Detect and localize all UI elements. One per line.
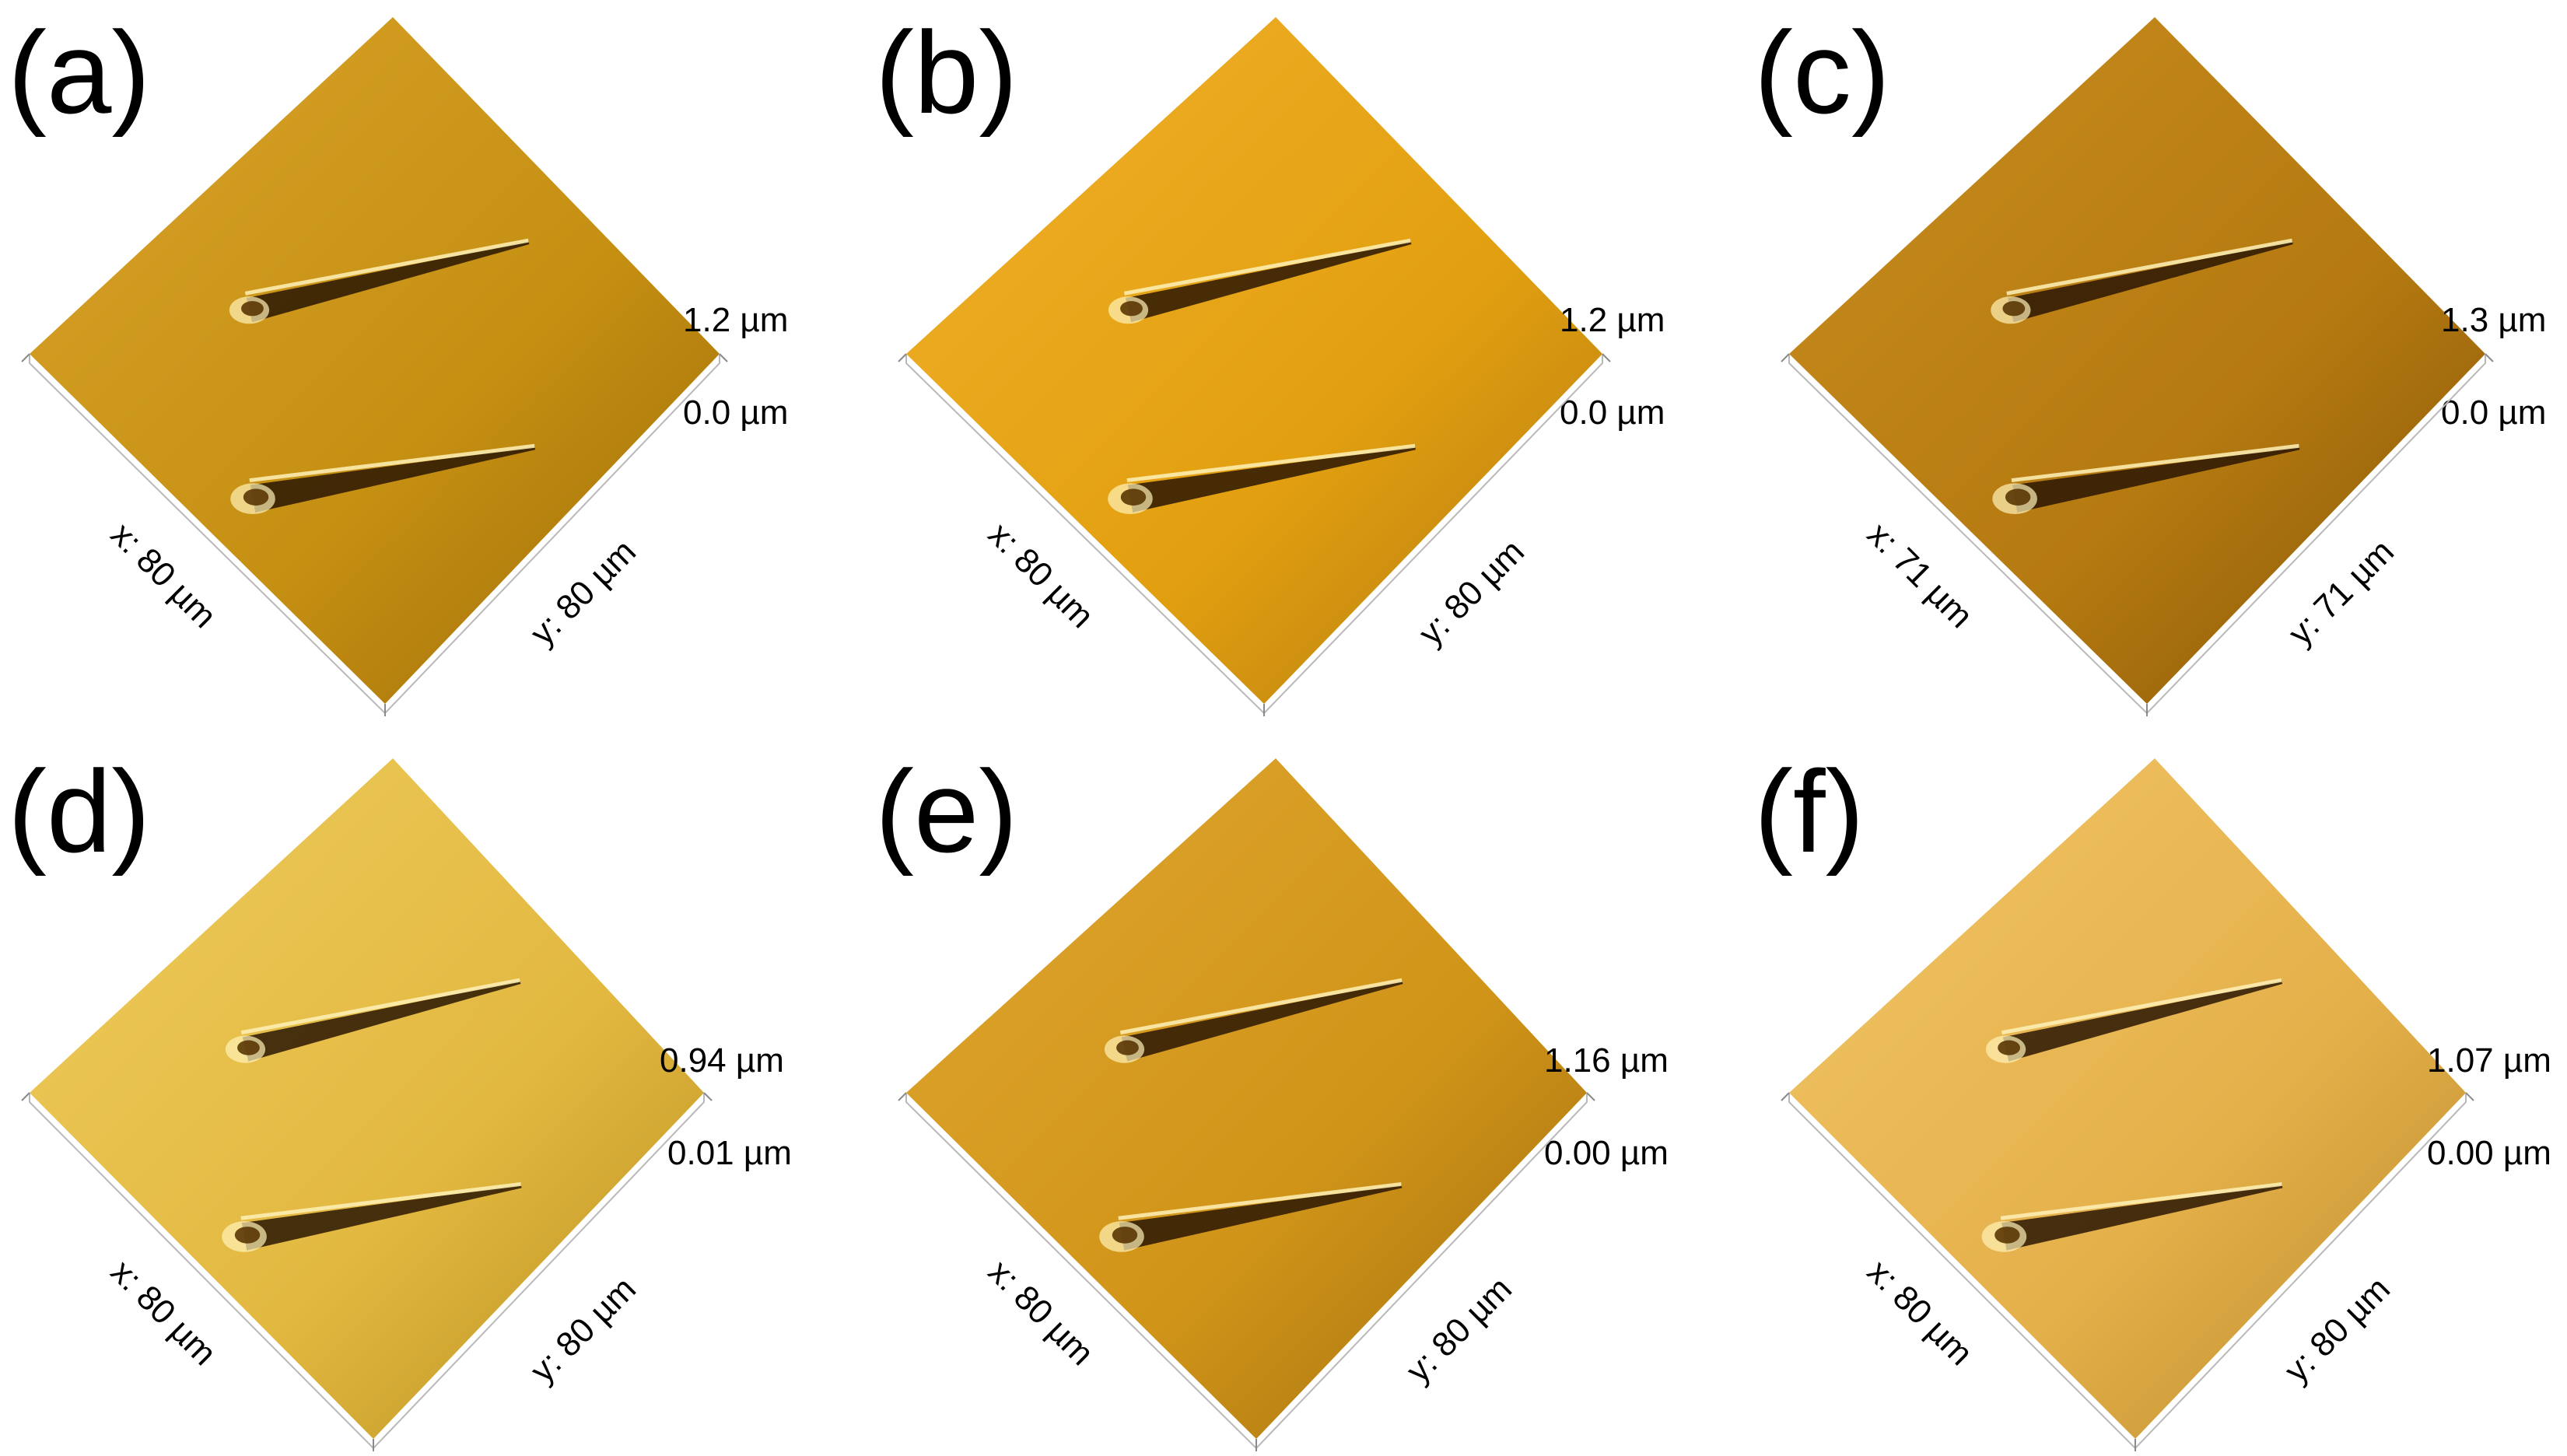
scratch-highlight [2006,238,2293,296]
scratch-pit [1120,301,1143,317]
axis-tick [898,353,907,362]
axis-tick [2465,1092,2474,1101]
panel-label-f: (f) [1754,746,1865,877]
scratch-groove [1121,981,1403,1062]
scratch-highlight [249,443,535,483]
scratch-highlight [1119,978,1403,1035]
y-axis-label-c: y: 71 µm [2281,532,2401,653]
scratch-groove [1125,241,1412,323]
axis-tick [1586,1092,1595,1101]
scratch-highlight [1118,1181,1402,1220]
scratch-pit [1112,1227,1138,1244]
scratch-highlight [2011,443,2299,483]
x-axis-label-a: x: 80 µm [103,515,224,635]
scratch-pit [2005,488,2031,506]
afm-surface-e [906,758,1587,1439]
axis-tick [1781,353,1790,362]
y-axis-label-b: y: 80 µm [1411,532,1532,653]
scratch-highlight [244,238,529,296]
scratch-pit [2002,301,2026,317]
scratch-highlight [2001,978,2282,1035]
panel-label-a: (a) [8,7,150,138]
axis-tick [1781,1092,1790,1101]
z-min-label-a: 0.0 µm [683,394,788,432]
z-max-label-f: 1.07 µm [2427,1041,2551,1080]
scratch-pit [237,1040,260,1055]
scratch-highlight [1126,443,1416,483]
scratch-groove [241,1185,522,1251]
scratch-pit [1998,1040,2021,1055]
scratch-groove [1119,1185,1403,1251]
axis-tick [21,1092,30,1101]
scratch-highlight [240,978,520,1035]
scratch-groove [2001,1185,2283,1251]
afm-surface-d [30,758,704,1439]
panel-b: (b) 1.2 µm 0.0 µm x: 80 µm y: 80 µm [875,7,1665,716]
x-axis-label-f: x: 80 µm [1860,1252,1980,1373]
scratch-groove [2002,981,2283,1062]
y-axis-label-e: y: 80 µm [1399,1269,1519,1390]
z-min-label-b: 0.0 µm [1560,394,1665,432]
z-max-label-a: 1.2 µm [683,301,788,339]
panel-label-d: (d) [8,746,150,877]
panel-a: (a) 1.2 µm 0.0 µm x: 80 µm y: 80 µm [8,7,788,716]
panel-e: (e) 1.16 µm 0.00 µm x: 80 µm y: 80 µm [875,746,1669,1451]
z-max-label-b: 1.2 µm [1560,301,1665,339]
scratch-pit [234,1227,261,1244]
x-axis-label-b: x: 80 µm [981,515,1101,635]
scratch-pit [1120,488,1147,506]
scratch-groove [250,446,536,513]
afm-surface-b [906,17,1602,704]
afm-surface-f [1789,758,2466,1439]
scratch-groove [2012,446,2300,513]
panel-label-e: (e) [875,746,1017,877]
z-max-label-d: 0.94 µm [660,1041,784,1080]
scratch-highlight [2000,1181,2282,1220]
axis-tick [898,1092,907,1101]
panel-label-c: (c) [1754,7,1890,138]
y-axis-label-f: y: 80 µm [2277,1269,2397,1390]
z-max-label-e: 1.16 µm [1544,1041,1669,1080]
z-min-label-e: 0.00 µm [1544,1134,1669,1172]
scratch-highlight [1123,238,1411,296]
scratch-pit [241,301,264,317]
panel-d: (d) 0.94 µm 0.01 µm x: 80 µm y: 80 µm [8,746,792,1451]
afm-surface-a [30,17,720,704]
x-axis-label-e: x: 80 µm [981,1252,1101,1373]
scratch-pit [1116,1040,1139,1055]
axis-tick [703,1092,713,1101]
panel-f: (f) 1.07 µm 0.00 µm x: 80 µm y: 80 µm [1754,746,2551,1451]
scratch-pit [1994,1227,2020,1244]
scratch-highlight [240,1181,521,1220]
z-min-label-f: 0.00 µm [2427,1134,2551,1172]
scratch-groove [246,241,530,323]
scratch-groove [1127,446,1416,513]
scratch-pit [243,488,269,506]
panel-label-b: (b) [875,7,1017,138]
y-axis-label-d: y: 80 µm [523,1269,643,1390]
z-min-label-d: 0.01 µm [667,1134,792,1172]
z-max-label-c: 1.3 µm [2441,301,2546,339]
scratch-groove [242,981,521,1062]
axis-tick [2485,353,2494,362]
axis-tick [21,353,30,362]
axis-tick [719,353,728,362]
x-axis-label-d: x: 80 µm [103,1252,224,1373]
z-min-label-c: 0.0 µm [2441,394,2546,432]
axis-tick [1602,353,1611,362]
scratch-groove [2008,241,2293,323]
afm-surface-c [1789,17,2485,704]
panel-c: (c) 1.3 µm 0.0 µm x: 71 µm y: 71 µm [1754,7,2546,716]
